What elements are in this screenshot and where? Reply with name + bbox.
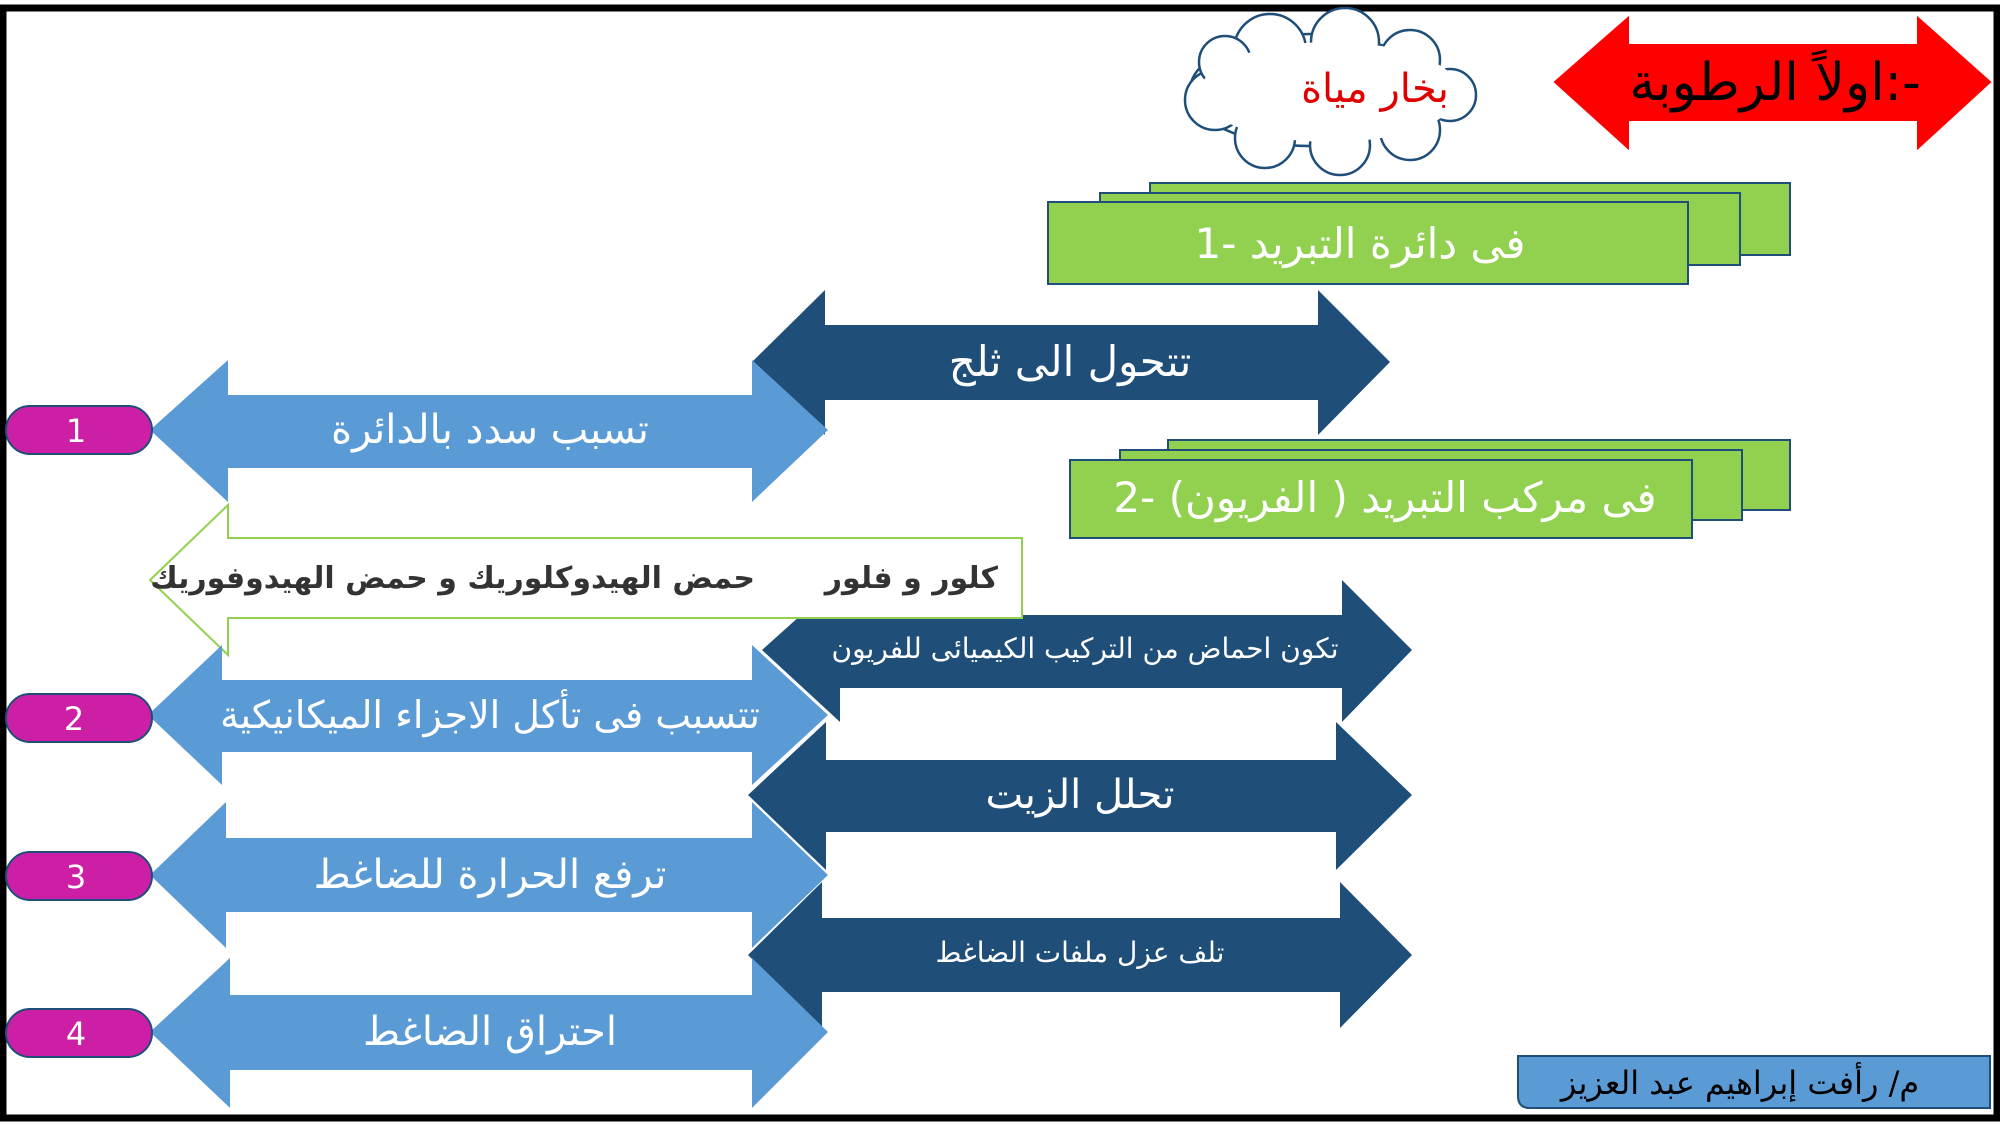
location-box-2: 2- فى مركب التبريد ( الفريون) [1069,439,1791,539]
insulation-text: تلف عزل ملفات الضاغط [936,936,1225,969]
effect-label-1: تسبب سدد بالدائرة [331,407,649,453]
acids-callout: كلور و فلور حمض الهيدوكلوريك و حمض الهيد… [148,502,1023,658]
effect-number-pill-3: 3 [5,851,153,901]
effect-number-pill-4: 4 [5,1008,153,1058]
insulation-arrow: تلف عزل ملفات الضاغط [748,882,1412,1028]
freeze-text: تتحول الى ثلج [949,337,1192,387]
location-label-1: 1- فى دائرة التبريد [1195,219,1526,268]
acids-callout-elements: كلور و فلور [823,561,999,596]
effect-label-4: احتراق الضاغط [363,1009,617,1055]
water-vapor-cloud: بخار مياة [1183,6,1478,177]
effect-number-pill-2: 2 [5,693,153,743]
effect-arrow-1: تسبب سدد بالدائرة [150,360,828,502]
effect-label-3: ترفع الحرارة للضاغط [314,852,667,898]
location-label-2: 2- فى مركب التبريد ( الفريون) [1113,473,1656,522]
freeze-arrow: تتحول الى ثلج [752,290,1390,435]
effect-arrow-4: احتراق الضاغط [150,958,828,1108]
cloud-text: بخار مياة [1301,66,1449,112]
slide-border [0,4,2000,1122]
effect-label-2: تتسبب فى تأكل الاجزاء الميكانيكية [220,689,760,738]
effect-number-3: 3 [66,858,86,896]
title-arrow: اولاً الرطوبة:- [1553,15,1992,151]
oil-text: تحلل الزيت [986,772,1175,818]
acids-callout-acids: حمض الهيدوكلوريك و حمض الهيدوفوريك [150,561,755,596]
effect-number-2: 2 [64,700,84,738]
effect-arrow-2: تتسبب فى تأكل الاجزاء الميكانيكية [148,645,828,785]
effect-number-pill-1: 1 [5,405,153,455]
oil-arrow: تحلل الزيت [748,722,1412,870]
effect-number-1: 1 [66,412,86,450]
credit-text: م/ رأفت إبراهيم عبد العزيز [1559,1062,1919,1102]
location-box-1: 1- فى دائرة التبريد [1047,182,1791,285]
effect-arrow-3: ترفع الحرارة للضاغط [150,802,828,948]
acids-text: تكون احماض من التركيب الكيميائى للفريون [832,632,1339,665]
credit-box: م/ رأفت إبراهيم عبد العزيز [1517,1055,1991,1109]
effect-number-4: 4 [66,1015,86,1053]
title-text: اولاً الرطوبة:- [1629,49,1921,113]
